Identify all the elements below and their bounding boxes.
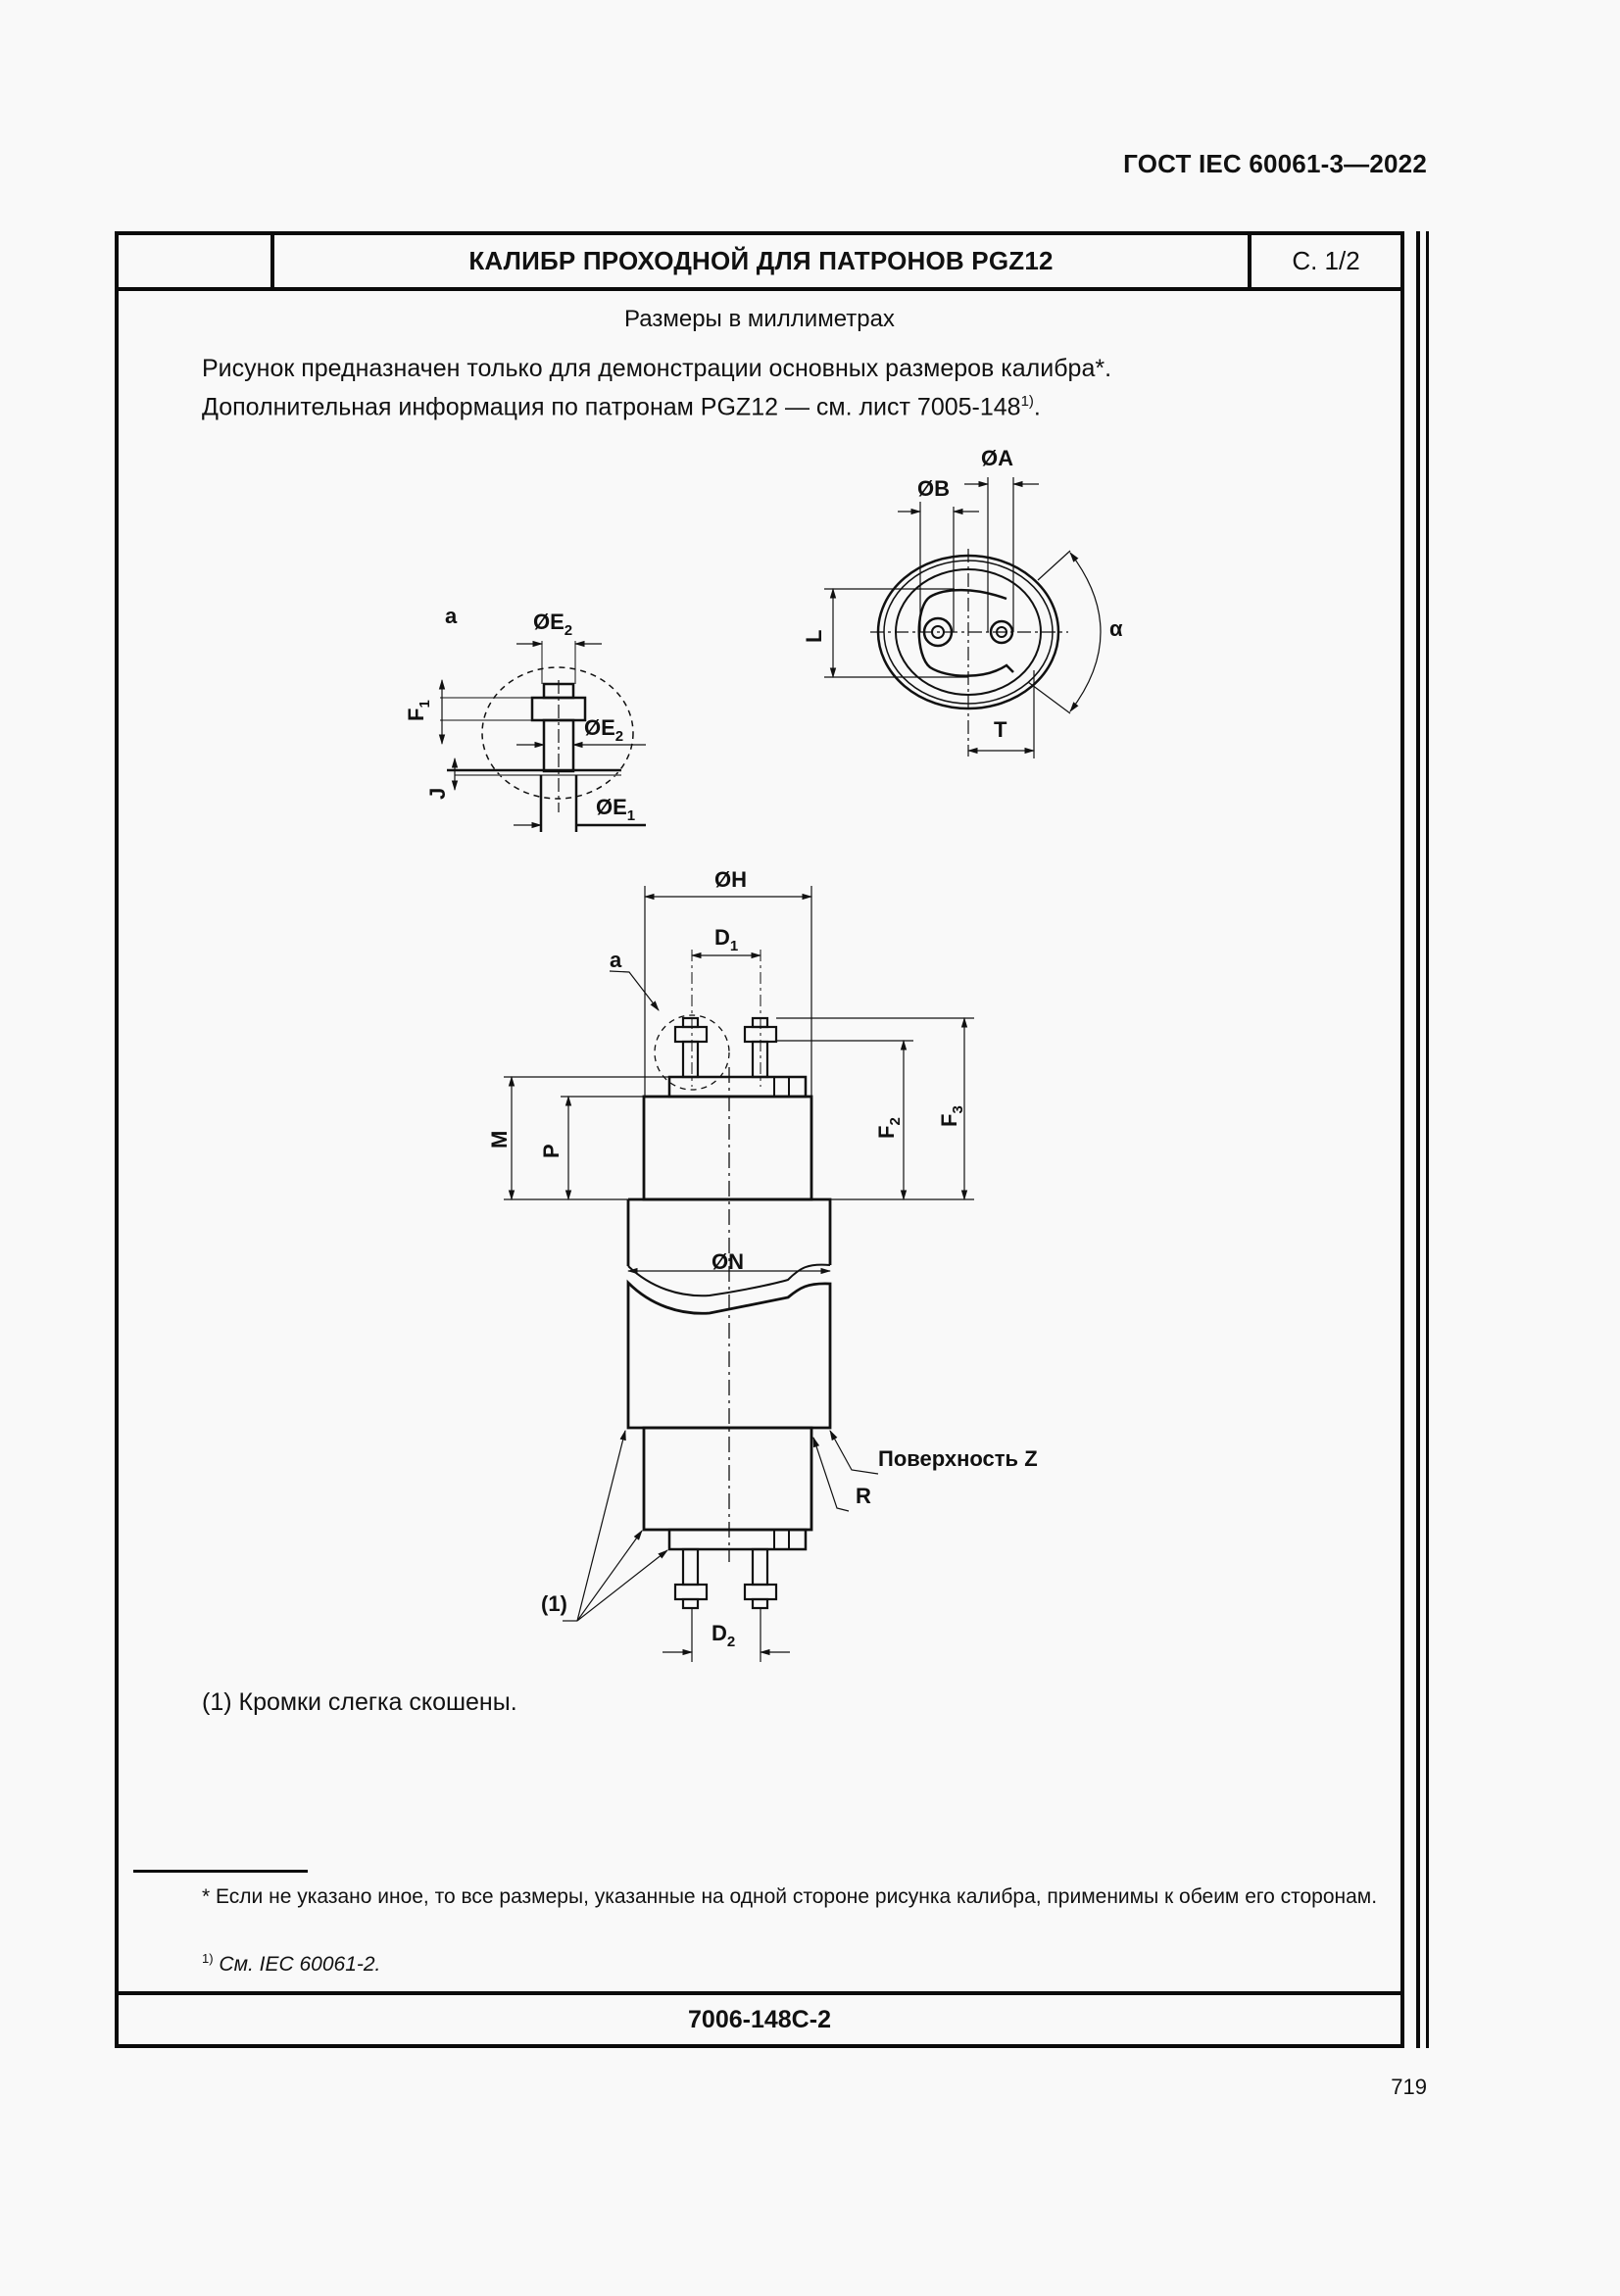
label-d2: D2 — [712, 1621, 735, 1650]
label-a-diameter: ØA — [981, 446, 1013, 470]
page-number: 719 — [1391, 2075, 1427, 2099]
detail-a-title: a — [445, 604, 458, 628]
footnote-1: 1) См. IEC 60061-2. — [202, 1951, 381, 1976]
side-view-drawing — [504, 886, 974, 1662]
label-r: R — [856, 1484, 871, 1508]
label-edges-ref: (1) — [541, 1591, 567, 1616]
label-detail-a-ref: a — [610, 948, 622, 972]
label-b-diameter: ØB — [917, 476, 950, 501]
intro-line-1: Рисунок предназначен только для демонстр… — [202, 355, 1112, 382]
top-view-drawing — [824, 477, 1102, 758]
label-n-diameter: ØN — [712, 1249, 744, 1274]
label-f1: F1 — [404, 700, 433, 721]
frame-edge-line — [1416, 231, 1420, 2048]
label-l: L — [802, 630, 826, 643]
sheet-page: С. 1/2 — [1292, 246, 1360, 275]
label-e2-mid: ØE2 — [584, 715, 623, 745]
title-block-empty-cell — [119, 235, 274, 287]
drawing-note: (1) Кромки слегка скошены. — [202, 1688, 517, 1716]
frame-edge-line — [1426, 231, 1429, 2048]
standard-code: ГОСТ IEC 60061-3—2022 — [1123, 149, 1427, 178]
label-f2: F2 — [874, 1117, 904, 1139]
label-surface-z: Поверхность Z — [878, 1446, 1038, 1471]
label-d1: D1 — [714, 925, 738, 954]
label-t: T — [994, 717, 1007, 742]
sheet-title: КАЛИБР ПРОХОДНОЙ ДЛЯ ПАТРОНОВ PGZ12 — [274, 235, 1252, 287]
label-e2-top: ØE2 — [533, 610, 572, 639]
detail-a-drawing — [438, 640, 646, 832]
label-m: M — [487, 1131, 512, 1148]
gauge-sheet-frame: КАЛИБР ПРОХОДНОЙ ДЛЯ ПАТРОНОВ PGZ12 С. 1… — [115, 231, 1404, 2048]
title-block: КАЛИБР ПРОХОДНОЙ ДЛЯ ПАТРОНОВ PGZ12 С. 1… — [119, 235, 1400, 291]
label-e1: ØE1 — [596, 795, 635, 824]
footnote-asterisk: * Если не указано иное, то все размеры, … — [202, 1885, 1378, 1908]
footnote-divider — [133, 1870, 308, 1873]
units-note: Размеры в миллиметрах — [624, 306, 895, 332]
sheet-code: 7006-148С-2 — [119, 1991, 1400, 2044]
label-alpha: α — [1109, 616, 1123, 641]
label-f3: F3 — [937, 1105, 966, 1127]
label-p: P — [539, 1144, 564, 1158]
label-j: J — [425, 788, 450, 800]
intro-line-2: Дополнительная информация по патронам PG… — [202, 393, 1041, 421]
label-h-diameter: ØH — [714, 867, 747, 892]
intro-text: Рисунок предназначен только для демонстр… — [202, 352, 1111, 423]
